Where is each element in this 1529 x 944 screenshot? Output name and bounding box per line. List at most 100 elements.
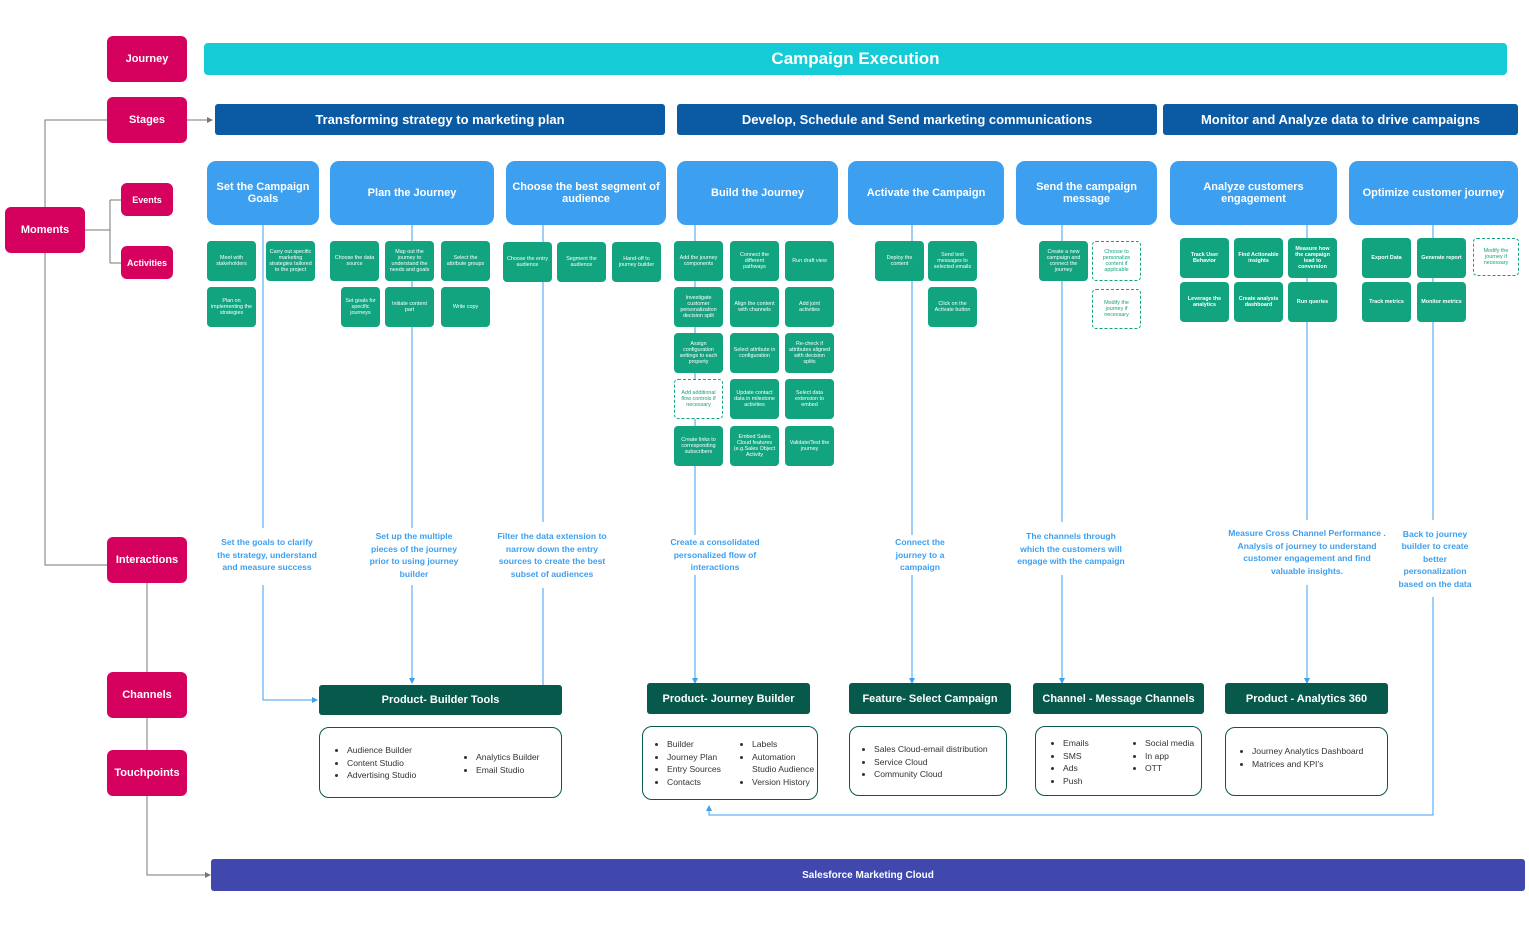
lane-label-events: Events (121, 183, 173, 216)
activity-card: Track User Behavior (1180, 238, 1229, 278)
touchpoint-list: Builder Journey Plan Entry Sources Conta… (654, 738, 739, 799)
lane-label-journey: Journey (107, 36, 187, 82)
activity-card: Add the journey components (674, 241, 723, 281)
stage-3: Monitor and Analyze data to drive campai… (1163, 104, 1518, 135)
activity-card: Re-check if attributes aligned with deci… (785, 333, 834, 373)
activity-card: Write copy (441, 287, 490, 327)
touchpoint-list: Analytics Builder Email Studio (463, 751, 540, 797)
lane-label-channels: Channels (107, 672, 187, 718)
touchpoint-item: Social media (1145, 737, 1194, 750)
touchpoint-item: Advertising Studio (347, 769, 463, 782)
lane-label-activities: Activities (121, 246, 173, 279)
journey-banner: Campaign Execution (204, 43, 1507, 75)
touchpoint-item: Studio Audience (752, 764, 815, 775)
activity-card: Monitor metrics (1417, 282, 1466, 322)
channel-select-campaign: Feature- Select Campaign (849, 683, 1011, 714)
touchpoint-item: Ads (1063, 762, 1132, 775)
lane-label-touchpoints: Touchpoints (107, 750, 187, 796)
activity-card: Select attribute in configuration (730, 333, 779, 373)
touchpoint-item: Journey Plan (667, 751, 739, 764)
touchpoint-item: OTT (1145, 762, 1194, 775)
interaction-text: Create a consolidated personalized flow … (655, 536, 775, 574)
activity-card: Run queries (1288, 282, 1337, 322)
touchpoint-item: Sales Cloud-email distribution (874, 743, 1006, 756)
activity-card-optional: Modify the journey if necessary (1473, 238, 1519, 276)
touchpoint-item: Automation (752, 751, 814, 764)
touchpoint-item: Matrices and KPI's (1252, 758, 1387, 771)
touchpoint-item: Analytics Builder (476, 751, 540, 764)
touchpoint-list: Emails SMS Ads Push (1050, 737, 1132, 795)
activity-card: Run draft view (785, 241, 834, 281)
touchpoint-box-builder-tools: Audience Builder Content Studio Advertis… (319, 727, 562, 798)
interaction-text: Connect the journey to a campaign (882, 536, 958, 574)
touchpoint-item: Builder (667, 738, 739, 751)
activity-card: Choose the data source (330, 241, 379, 281)
touchpoint-box-analytics-360: Journey Analytics Dashboard Matrices and… (1225, 727, 1388, 796)
activity-card: Measure how the campaign lead to convers… (1288, 238, 1337, 278)
interaction-line: Measure Cross Channel Performance . (1228, 528, 1386, 538)
lane-label-moments: Moments (5, 207, 85, 253)
touchpoint-box-select-campaign: Sales Cloud-email distribution Service C… (849, 726, 1007, 796)
interaction-text-analytics: Measure Cross Channel Performance . Anal… (1228, 521, 1386, 583)
touchpoint-item: Version History (752, 776, 814, 789)
touchpoint-list: Audience Builder Content Studio Advertis… (334, 744, 463, 797)
platform-banner: Salesforce Marketing Cloud (211, 859, 1525, 891)
lane-label-interactions: Interactions (107, 537, 187, 583)
activity-card: Choose the entry audience (503, 242, 552, 282)
event-send-campaign-message: Send the campaign message (1016, 161, 1157, 225)
activity-card: Meet with stakeholders (207, 241, 256, 281)
interaction-text: Back to journey builder to create better… (1396, 521, 1474, 597)
activity-card-optional: Choose to personalize content if applica… (1092, 241, 1141, 281)
activity-card: Export Data (1362, 238, 1411, 278)
activity-card: Create links to corresponding subscriber… (674, 426, 723, 466)
stage-2: Develop, Schedule and Send marketing com… (677, 104, 1157, 135)
activity-card: Set goals for specific journeys (341, 287, 380, 327)
activity-card: Find Actionable insights (1234, 238, 1283, 278)
interaction-text: Set up the multiple pieces of the journe… (362, 529, 466, 581)
channel-message-channels: Channel - Message Channels (1033, 683, 1204, 714)
activity-card: Plan on implementing the strategies (207, 287, 256, 327)
event-build-journey: Build the Journey (677, 161, 838, 225)
lane-label-stages: Stages (107, 97, 187, 143)
event-plan-journey: Plan the Journey (330, 161, 494, 225)
activity-card: Assign configuration settings to each pr… (674, 333, 723, 373)
activity-card: Embed Sales Cloud features (e.g.Sales Ob… (730, 426, 779, 466)
touchpoint-list: Journey Analytics Dashboard Matrices and… (1239, 745, 1387, 770)
activity-card: Investigate customer personalization dec… (674, 287, 723, 327)
activity-card: Deploy the content (875, 241, 924, 281)
touchpoint-item: Content Studio (347, 757, 463, 770)
channel-analytics-360: Product - Analytics 360 (1225, 683, 1388, 714)
activity-card: Carry out specific marketing strategies … (266, 241, 315, 281)
activity-card: Add joint activities (785, 287, 834, 327)
touchpoint-item: Entry Sources (667, 763, 739, 776)
touchpoint-item: SMS (1063, 750, 1132, 763)
event-choose-segment: Choose the best segment of audience (506, 161, 666, 225)
activity-card: Map out the journey to understand the ne… (385, 241, 434, 281)
channel-builder-tools: Product- Builder Tools (319, 685, 562, 715)
touchpoint-item: Email Studio (476, 764, 540, 777)
touchpoint-item: Audience Builder (347, 744, 463, 757)
activity-card: Leverage the analytics (1180, 282, 1229, 322)
touchpoint-item: In app (1145, 750, 1194, 763)
activity-card: Validate/Test the journey (785, 426, 834, 466)
interaction-text: Set the goals to clarify the strategy, u… (215, 529, 319, 581)
touchpoint-list: Labels Automation Studio Audience Versio… (739, 738, 814, 799)
activity-card: Track metrics (1362, 282, 1411, 322)
activity-card: Segment the audience (557, 242, 606, 282)
interaction-text: The channels through which the customers… (1016, 523, 1126, 575)
activity-card: Align the content with channels (730, 287, 779, 327)
touchpoint-list: Social media In app OTT (1132, 737, 1194, 795)
touchpoint-box-message-channels: Emails SMS Ads Push Social media In app … (1035, 726, 1202, 796)
activity-card: Generate report (1417, 238, 1466, 278)
event-set-campaign-goals: Set the Campaign Goals (207, 161, 319, 225)
activity-card-optional: Add additional flow controls if necessar… (674, 379, 723, 419)
event-activate-campaign: Activate the Campaign (848, 161, 1004, 225)
touchpoint-item: Journey Analytics Dashboard (1252, 745, 1387, 758)
event-analyze-engagement: Analyze customers engagement (1170, 161, 1337, 225)
touchpoint-item: Community Cloud (874, 768, 1006, 781)
activity-card: Update contact data in milestone activit… (730, 379, 779, 419)
activity-card: Select the attribute groups (441, 241, 490, 281)
event-optimize-journey: Optimize customer journey (1349, 161, 1518, 225)
channel-journey-builder: Product- Journey Builder (647, 683, 810, 714)
